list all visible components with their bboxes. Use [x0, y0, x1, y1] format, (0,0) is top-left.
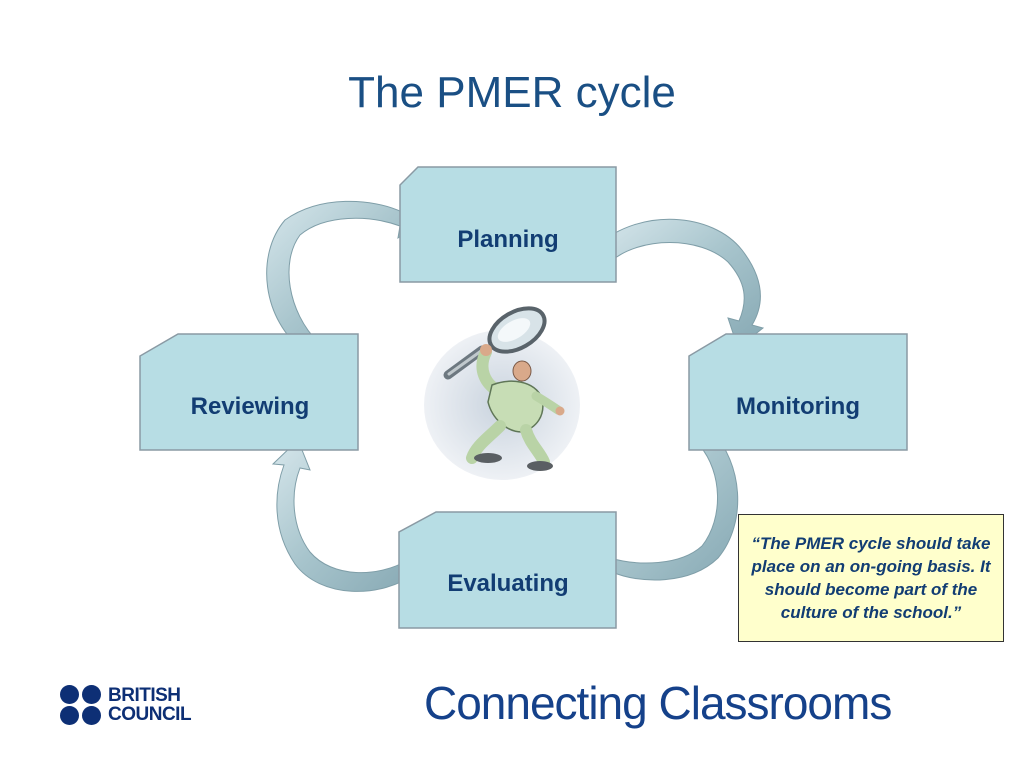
british-council-logo: BRITISH COUNCIL [60, 685, 192, 725]
arrow-evaluating-to-reviewing [271, 439, 419, 592]
arrow-reviewing-to-planning [266, 196, 423, 353]
british-council-line1: BRITISH [108, 685, 181, 706]
arrow-planning-to-monitoring [597, 218, 765, 349]
magnifying-glass-person-icon [424, 306, 580, 480]
node-label-evaluating: Evaluating [447, 570, 568, 597]
node-label-reviewing: Reviewing [191, 393, 310, 420]
node-label-planning: Planning [457, 226, 558, 253]
node-planning: Planning [399, 166, 617, 283]
quote-text: “The PMER cycle should take place on an … [751, 534, 991, 622]
node-reviewing: Reviewing [139, 333, 359, 451]
node-label-monitoring: Monitoring [736, 393, 860, 420]
connecting-classrooms-logo: Connecting Classrooms [424, 677, 892, 729]
quote-box: “The PMER cycle should take place on an … [738, 514, 1004, 642]
british-council-dots-icon [60, 685, 102, 725]
node-evaluating: Evaluating [398, 511, 617, 629]
slide-title: The PMER cycle [348, 68, 676, 117]
british-council-line2: COUNCIL [108, 704, 192, 725]
node-monitoring: Monitoring [688, 333, 908, 451]
